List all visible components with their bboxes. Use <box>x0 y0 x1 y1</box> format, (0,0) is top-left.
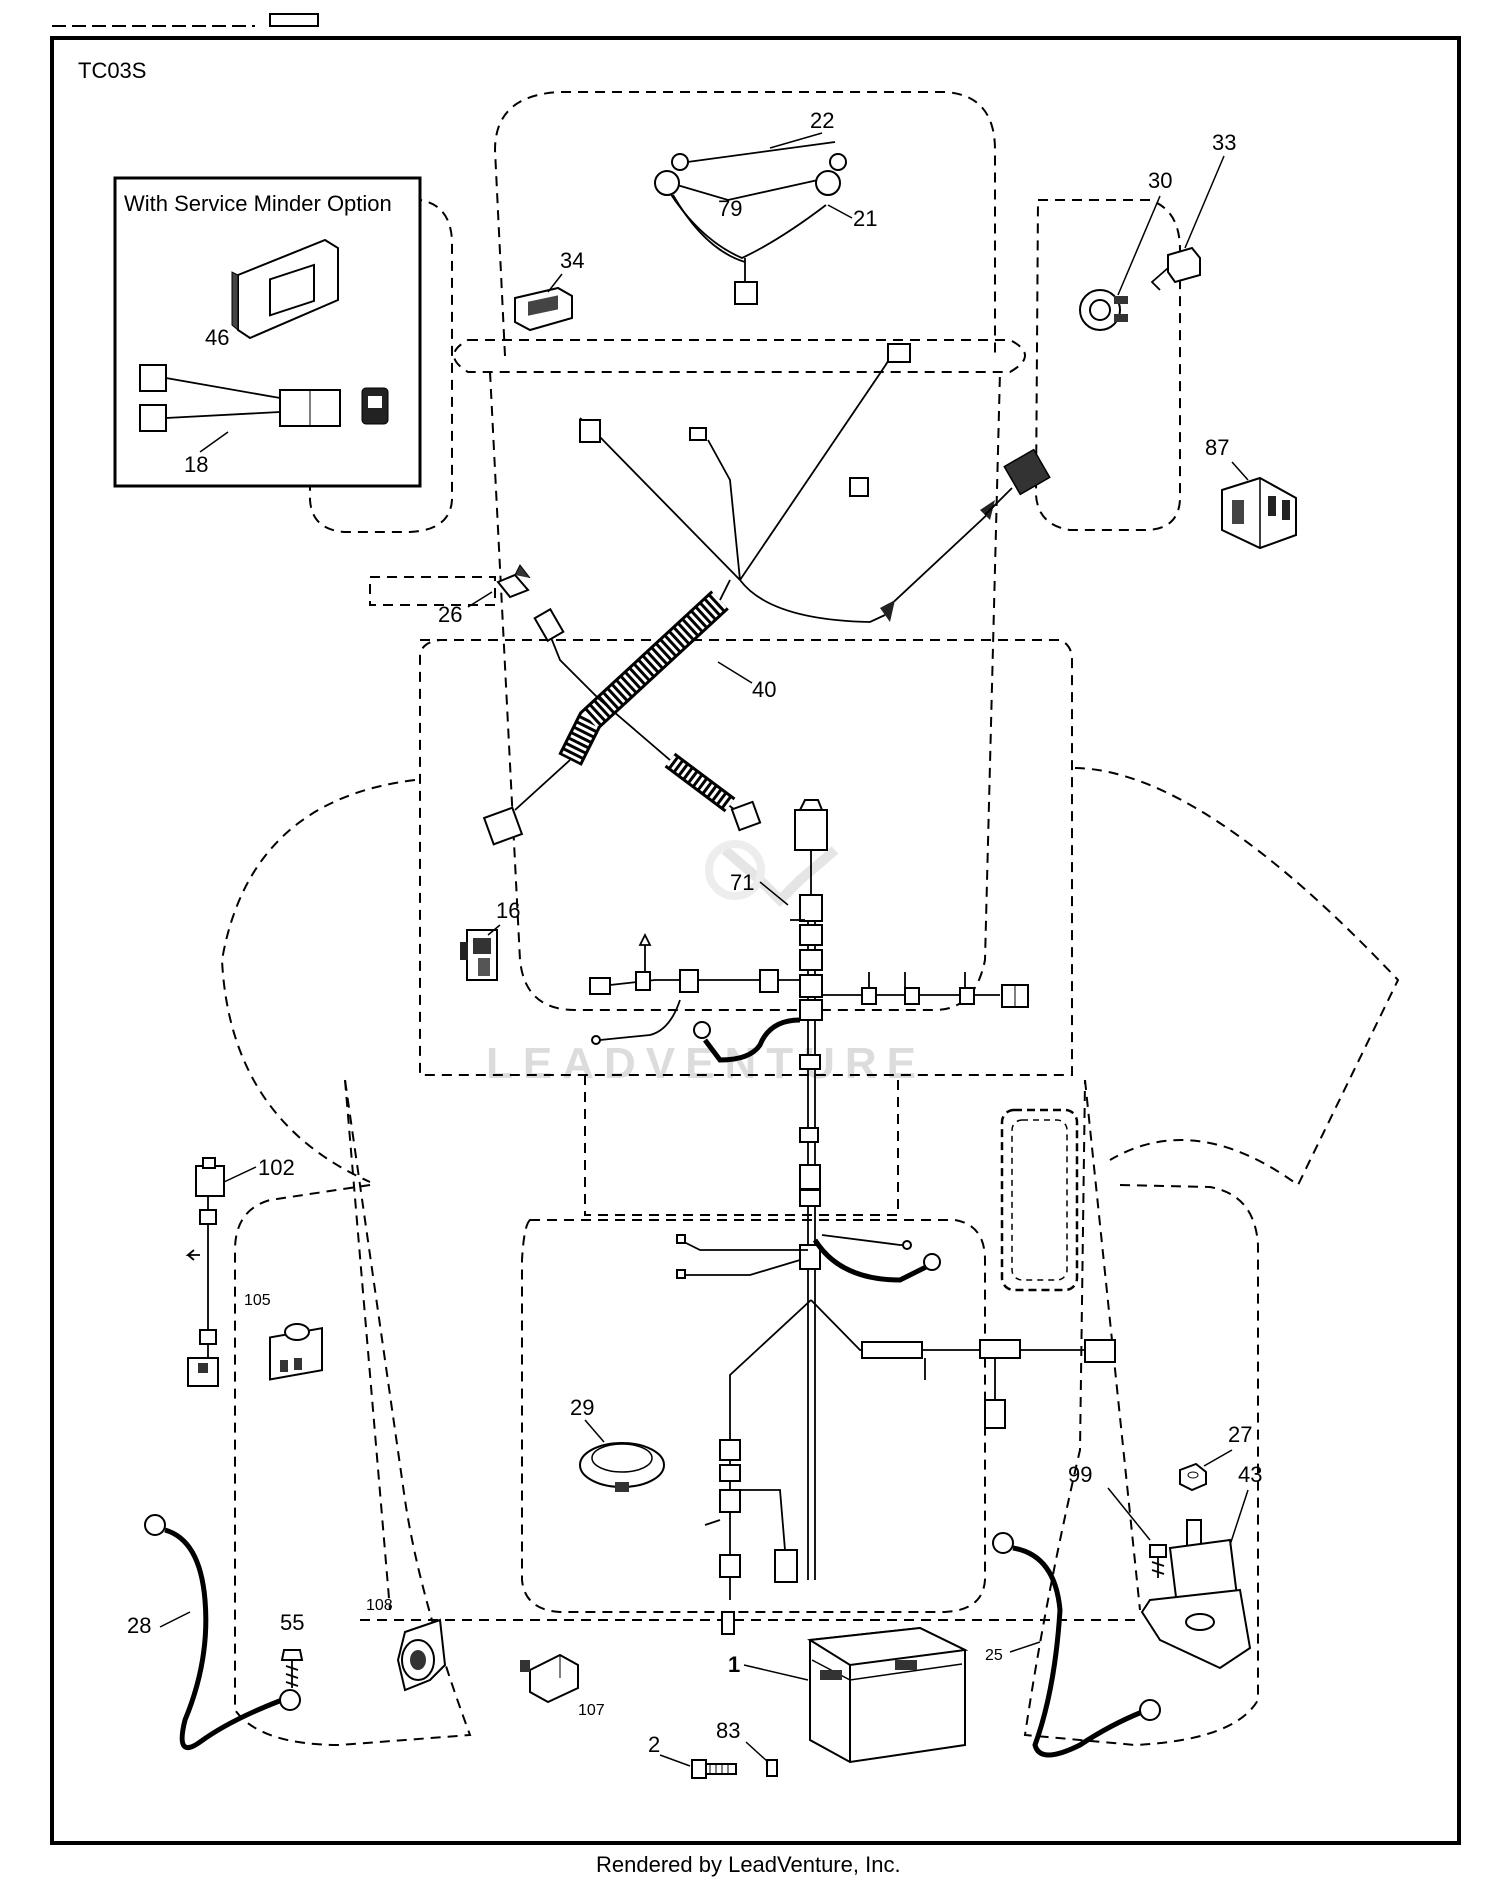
label-2: 2 <box>648 1732 660 1757</box>
nut-83 <box>766 1759 778 1777</box>
shifter-assembly <box>1000 1108 1079 1292</box>
switch-108 <box>396 1618 447 1692</box>
bolt-55 <box>280 1649 304 1688</box>
label-16: 16 <box>496 898 520 923</box>
label-27: 27 <box>1228 1422 1252 1447</box>
relay-harness-102 <box>185 1157 225 1387</box>
label-43: 43 <box>1238 1462 1262 1487</box>
label-55: 55 <box>280 1610 304 1635</box>
label-22: 22 <box>810 108 834 133</box>
label-46: 46 <box>205 325 229 350</box>
label-107: 107 <box>578 1702 605 1719</box>
label-26: 26 <box>438 602 462 627</box>
light-switch-29 <box>579 1442 665 1492</box>
top-edge-artifact <box>52 13 319 27</box>
label-18: 18 <box>184 452 208 477</box>
label-1: 1 <box>728 1652 740 1677</box>
ignition-switch <box>1079 289 1128 331</box>
starter-solenoid-43 <box>1140 1519 1252 1670</box>
label-83: 83 <box>716 1718 740 1743</box>
label-25: 25 <box>985 1647 1003 1664</box>
main-wire-harness <box>482 343 1051 846</box>
module-107 <box>520 1653 579 1704</box>
service-minder-harness <box>139 364 389 432</box>
pto-switch <box>514 286 573 332</box>
label-102: 102 <box>258 1155 295 1180</box>
relay <box>1221 476 1297 550</box>
solenoid-105 <box>269 1323 323 1381</box>
label-99: 99 <box>1068 1462 1092 1487</box>
seat-switch <box>460 929 498 981</box>
inset-title: With Service Minder Option <box>124 191 392 216</box>
tractor-outline <box>220 91 1400 1747</box>
label-21: 21 <box>853 206 877 231</box>
diagram-code: TC03S <box>78 58 146 83</box>
bolt-2 <box>691 1759 737 1779</box>
battery <box>807 1626 969 1764</box>
ignition-key <box>1150 246 1201 291</box>
label-108: 108 <box>366 1597 393 1614</box>
label-40: 40 <box>752 677 776 702</box>
label-34: 34 <box>560 248 584 273</box>
footer-credit: Rendered by LeadVenture, Inc. <box>596 1852 901 1877</box>
label-28: 28 <box>127 1613 151 1638</box>
diagram-frame <box>50 36 1461 1845</box>
label-29: 29 <box>570 1395 594 1420</box>
label-33: 33 <box>1212 130 1236 155</box>
bolt-99 <box>1149 1544 1167 1578</box>
label-71: 71 <box>730 870 754 895</box>
label-30: 30 <box>1148 168 1172 193</box>
headlight-harness <box>654 141 847 305</box>
battery-cable-28 <box>144 1514 301 1750</box>
nut-27 <box>1179 1462 1207 1492</box>
label-87: 87 <box>1205 435 1229 460</box>
watermark-text: LEADVENTURE <box>486 1039 926 1088</box>
fuse-holder <box>496 564 531 599</box>
chassis-harness <box>589 799 1116 1635</box>
watermark: LEADVENTURE <box>486 840 926 1088</box>
label-79: 79 <box>718 196 742 221</box>
service-minder-inset: With Service Minder Option 46 18 <box>113 176 422 488</box>
hour-meter-display <box>231 238 339 340</box>
label-105: 105 <box>244 1292 271 1309</box>
battery-cable-25 <box>992 1532 1161 1758</box>
